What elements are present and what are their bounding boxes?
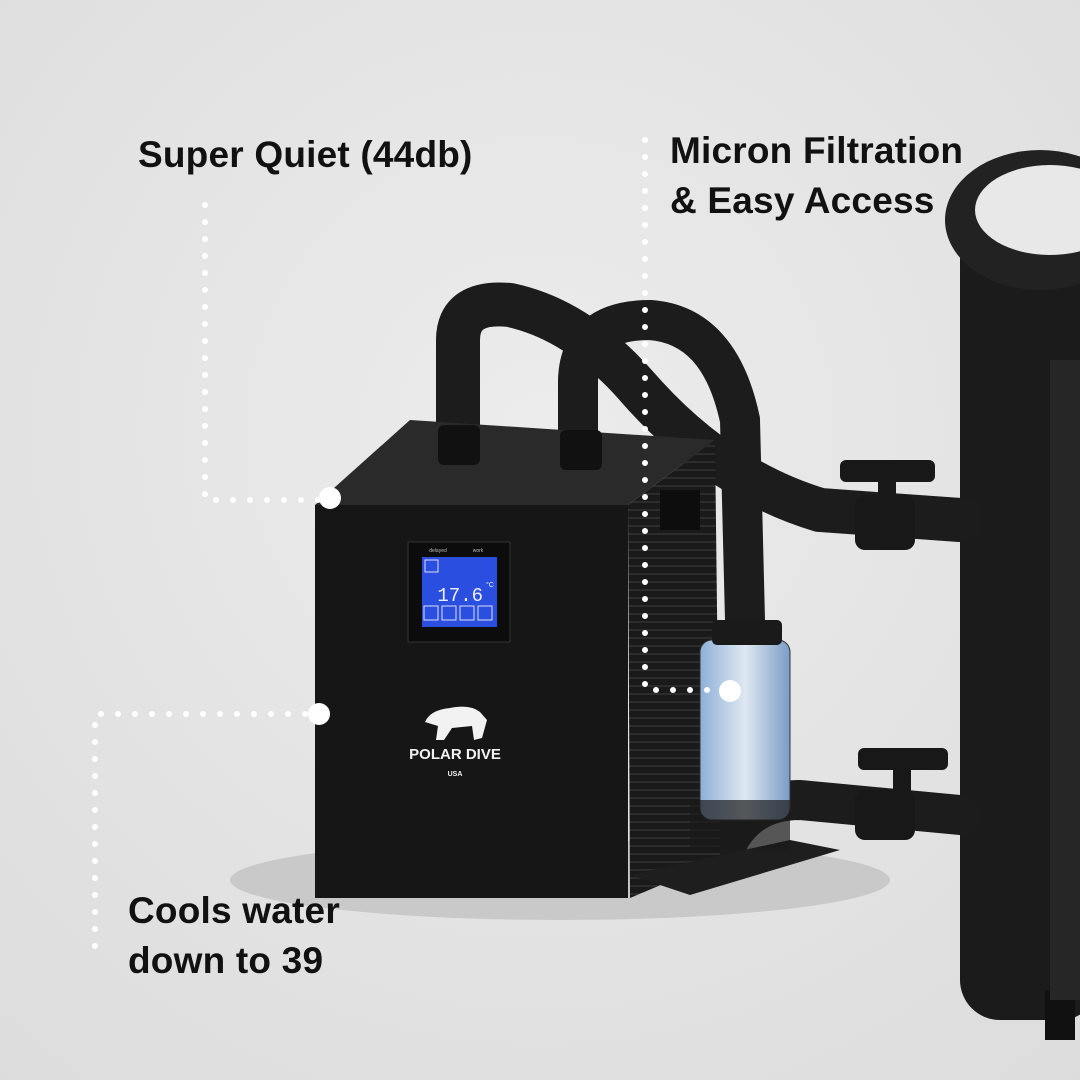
callout-filtration-line2: & Easy Access <box>670 180 935 221</box>
display-buttons <box>423 559 493 621</box>
chiller-unit <box>315 420 840 898</box>
callout-cooling-line2: down to 39 <box>128 940 324 981</box>
indicator-delayed: delayed <box>429 548 447 554</box>
temperature-unit: °C <box>486 581 494 589</box>
brand-sub: USA <box>448 771 463 778</box>
callout-filtration-line1: Micron Filtration <box>670 130 964 171</box>
brand-logo: POLAR DIVE USA <box>409 706 501 778</box>
callout-cooling-line1: Cools water <box>128 890 340 931</box>
callout-dots <box>308 487 741 725</box>
control-display: delayed work 17.6 °C <box>407 541 511 643</box>
callout-lines <box>92 137 723 953</box>
valves <box>840 460 948 840</box>
indicator-work: work <box>473 548 484 554</box>
callout-quiet: Super Quiet (44db) <box>138 134 473 175</box>
polar-bear-icon <box>425 706 487 740</box>
brand-name: POLAR DIVE <box>409 746 501 763</box>
ice-tub <box>945 150 1080 1040</box>
filter-canister <box>690 620 791 850</box>
temperature-readout: 17.6 <box>437 585 483 607</box>
